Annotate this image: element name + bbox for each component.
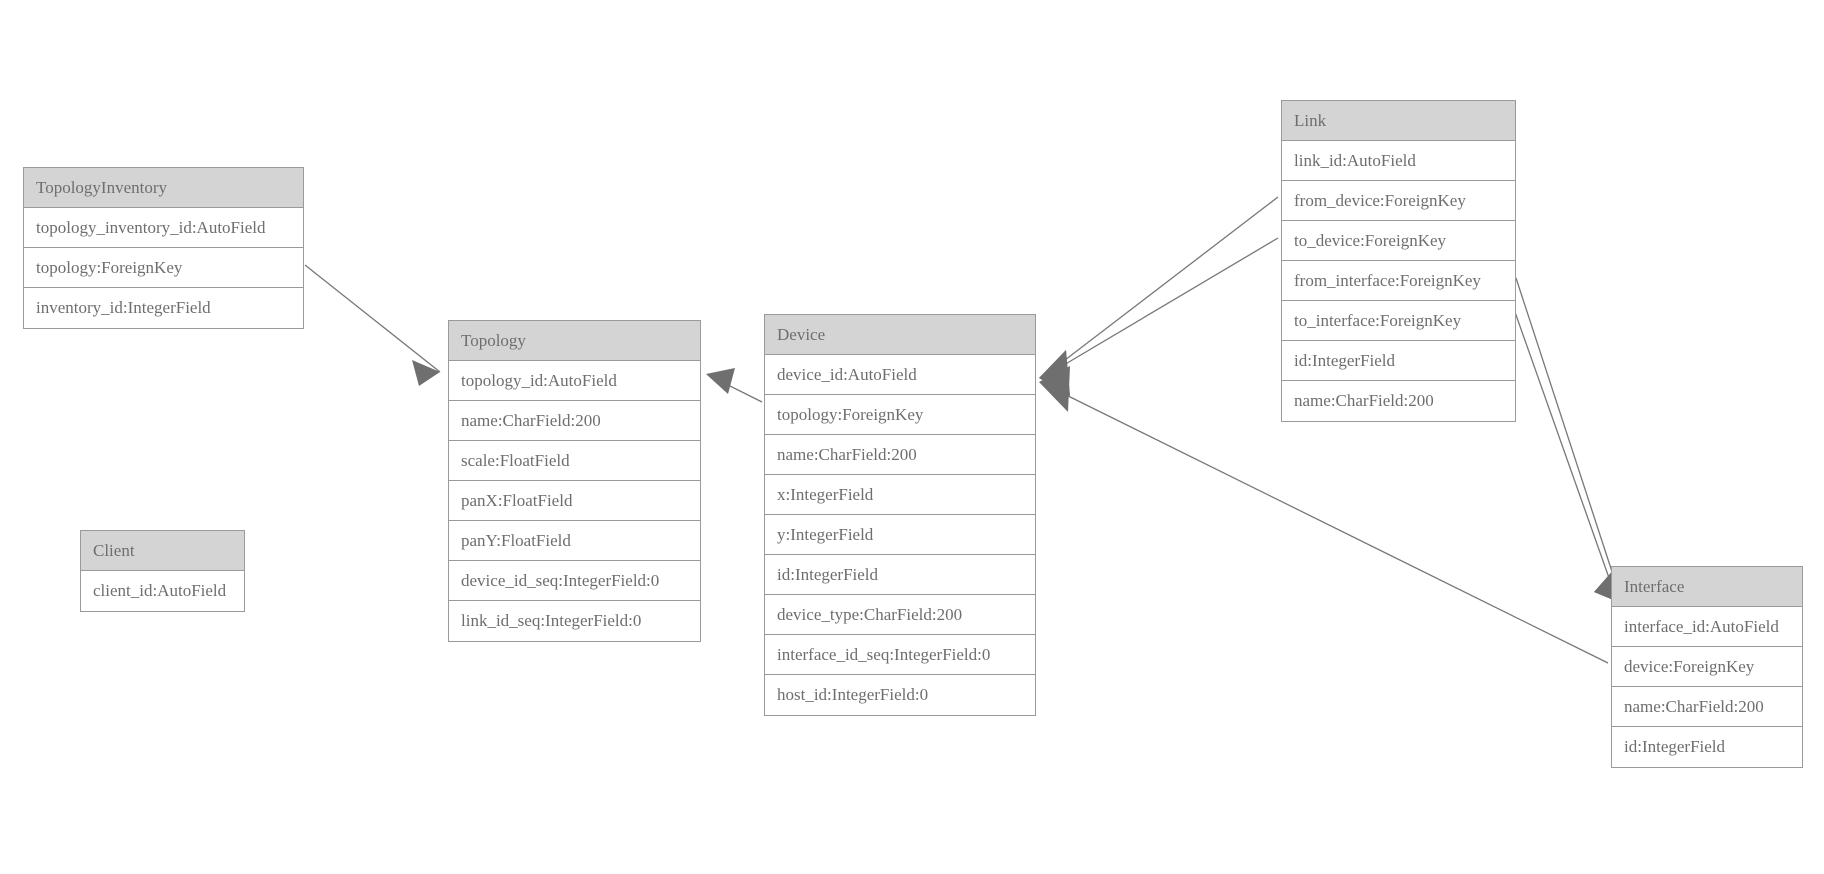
entity-title-device: Device <box>765 315 1035 355</box>
entity-title-topology_inventory: TopologyInventory <box>24 168 303 208</box>
relation-line <box>1051 237 1279 373</box>
field-row: inventory_id:IntegerField <box>24 288 303 328</box>
relation-arrowhead <box>1039 366 1070 412</box>
field-row: name:CharField:200 <box>1612 687 1802 727</box>
relation-line <box>1509 297 1615 593</box>
field-row: from_interface:ForeignKey <box>1282 261 1515 301</box>
entity-fields-client: client_id:AutoField <box>81 571 244 611</box>
field-row: id:IntegerField <box>765 555 1035 595</box>
field-row: link_id_seq:IntegerField:0 <box>449 601 700 641</box>
entity-title-interface: Interface <box>1612 567 1802 607</box>
field-row: y:IntegerField <box>765 515 1035 555</box>
relation-line <box>1051 196 1279 371</box>
field-row: from_device:ForeignKey <box>1282 181 1515 221</box>
entity-title-client: Client <box>81 531 244 571</box>
entity-title-topology: Topology <box>449 321 700 361</box>
relation-link-from-device <box>1039 196 1279 396</box>
field-row: host_id:IntegerField:0 <box>765 675 1035 715</box>
field-row: scale:FloatField <box>449 441 700 481</box>
field-row: client_id:AutoField <box>81 571 244 611</box>
field-row: interface_id_seq:IntegerField:0 <box>765 635 1035 675</box>
field-row: device_id_seq:IntegerField:0 <box>449 561 700 601</box>
field-row: id:IntegerField <box>1282 341 1515 381</box>
relation-line <box>713 377 763 403</box>
relation-topologyinventory-to-topology <box>304 264 441 386</box>
field-row: link_id:AutoField <box>1282 141 1515 181</box>
relation-line <box>304 264 441 373</box>
entity-title-link: Link <box>1282 101 1515 141</box>
relation-arrowhead <box>1039 350 1070 396</box>
relation-device-to-topology <box>706 368 763 403</box>
relation-line <box>1515 277 1619 591</box>
field-row: name:CharField:200 <box>449 401 700 441</box>
relation-link-from-interface <box>1515 277 1623 604</box>
field-row: panY:FloatField <box>449 521 700 561</box>
field-row: device_type:CharField:200 <box>765 595 1035 635</box>
field-row: name:CharField:200 <box>765 435 1035 475</box>
field-row: topology_inventory_id:AutoField <box>24 208 303 248</box>
field-row: panX:FloatField <box>449 481 700 521</box>
field-row: topology_id:AutoField <box>449 361 700 401</box>
relation-arrowhead <box>412 360 440 386</box>
field-row: to_interface:ForeignKey <box>1282 301 1515 341</box>
field-row: device:ForeignKey <box>1612 647 1802 687</box>
field-row: device_id:AutoField <box>765 355 1035 395</box>
field-row: name:CharField:200 <box>1282 381 1515 421</box>
relation-arrowhead <box>706 368 735 394</box>
field-row: topology:ForeignKey <box>765 395 1035 435</box>
relation-link-to-device <box>1039 237 1279 396</box>
field-row: interface_id:AutoField <box>1612 607 1802 647</box>
field-row: topology:ForeignKey <box>24 248 303 288</box>
field-row: x:IntegerField <box>765 475 1035 515</box>
relation-line <box>1051 387 1609 664</box>
field-row: id:IntegerField <box>1612 727 1802 767</box>
field-row: to_device:ForeignKey <box>1282 221 1515 261</box>
relation-arrowhead <box>1039 350 1070 396</box>
relation-link-to-interface <box>1509 297 1623 604</box>
